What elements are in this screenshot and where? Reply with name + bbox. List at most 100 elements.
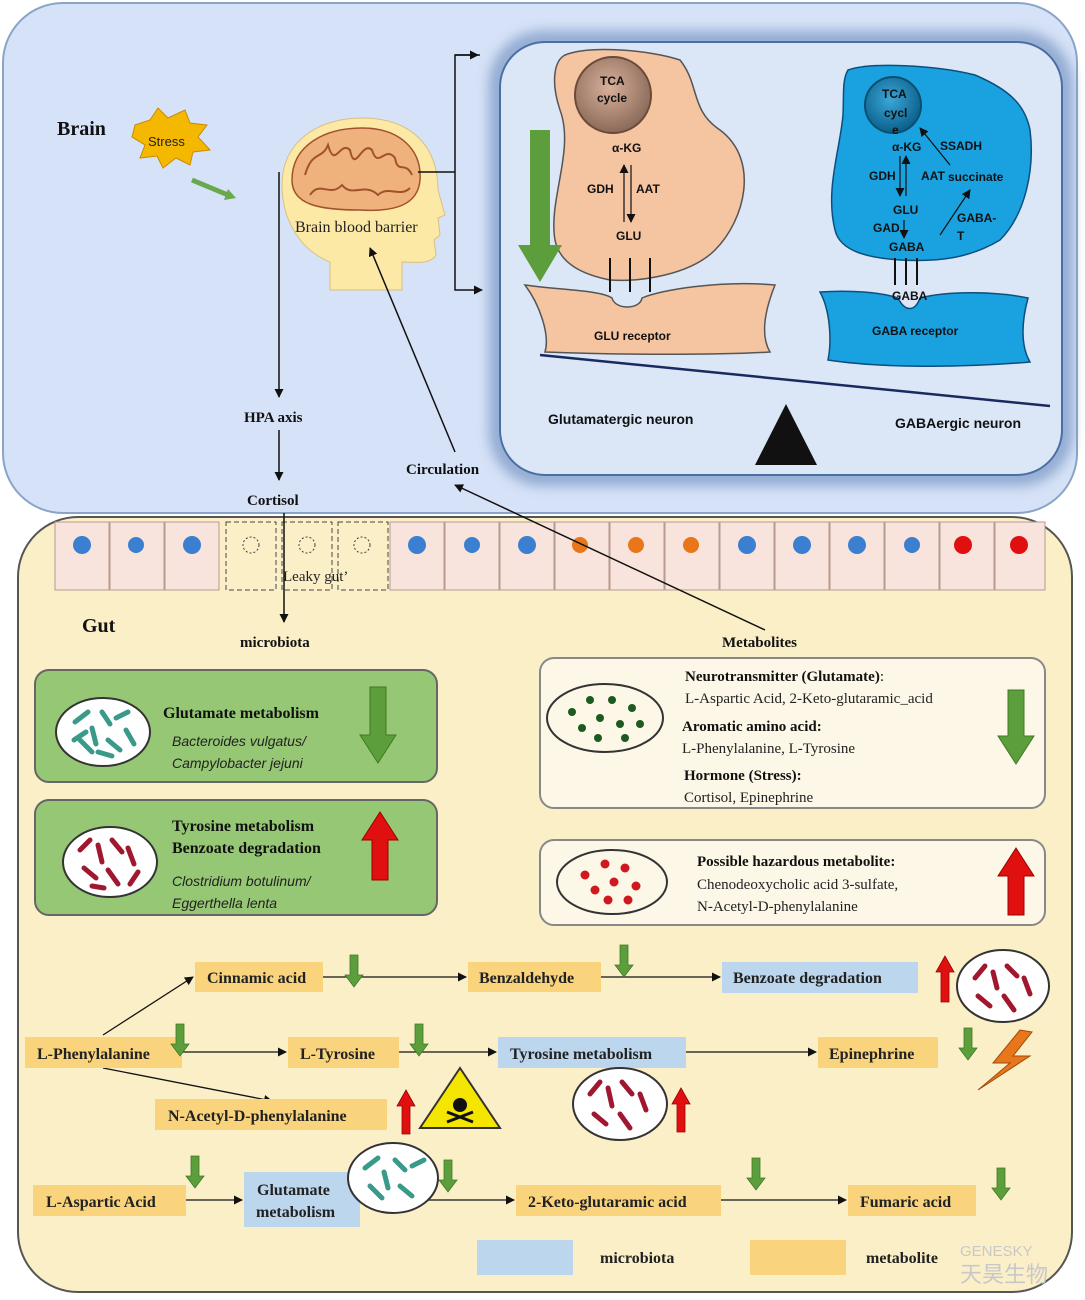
box4-heading: Possible hazardous metabolite: (697, 854, 895, 870)
node-cinnamic (195, 962, 323, 992)
glu-aat-label: AAT (636, 182, 660, 196)
box1-species2: Campylobacter jejuni (172, 755, 304, 771)
balance-fulcrum (755, 404, 817, 465)
gaba-tca-label: TCA (882, 87, 907, 101)
glu-akg-label: α-KG (612, 141, 641, 155)
neuron-frame-glow (489, 31, 1073, 486)
glu-tca-circle (574, 56, 652, 134)
stress-arrow (191, 177, 229, 198)
watermark-en: GENESKY (960, 1243, 1033, 1260)
box2-species2: Eggerthella lenta (172, 895, 277, 911)
box2-species1: Clostridium botulinum/ (172, 873, 313, 889)
hpa-axis-label: HPA axis (244, 410, 303, 426)
balance-beam (539, 353, 1051, 408)
gaba-presynaptic-neuron (830, 64, 1032, 262)
node-keto (516, 1185, 721, 1216)
node-epinephrine-label: Epinephrine (829, 1046, 914, 1063)
glu-gdh-label: GDH (587, 182, 614, 196)
node-tyrosine-label: L-Tyrosine (300, 1046, 375, 1063)
box2-title2: Benzoate degradation (172, 840, 321, 857)
node-benzaldehyde (468, 962, 601, 992)
node-aspartic (33, 1185, 186, 1216)
hazard-icon (418, 1066, 502, 1129)
gaba-neuron-label: GABAergic neuron (895, 415, 1021, 431)
epithelium (54, 521, 1046, 591)
node-aspartic-label: L-Aspartic Acid (46, 1194, 156, 1211)
gut-label: Gut (82, 615, 116, 637)
metabolite-green-icon (546, 683, 664, 753)
watermark-cn: 天昊生物 (960, 1262, 1048, 1287)
hazardous-metabolite-box (539, 839, 1046, 926)
box3-heading1: Neurotransmitter (Glutamate): (685, 669, 884, 685)
gaba-akg-label: α-KG (892, 140, 921, 154)
brain-label: Brain (57, 118, 106, 140)
gaba-glu-label: GLU (893, 203, 918, 217)
node-benzaldehyde-label: Benzaldehyde (479, 970, 574, 987)
box1-title: Glutamate metabolism (163, 705, 320, 722)
gaba-gabat-label: GABA- (957, 211, 996, 225)
gaba-receptor-label: GABA receptor (872, 324, 959, 338)
node-glu-metab-label1: Glutamate (257, 1182, 330, 1199)
gaba-gad-label: GAD (873, 221, 900, 235)
microbiota-heading: microbiota (240, 635, 310, 651)
gaba-gaba-label: GABA (889, 240, 925, 254)
stress-burst-icon: Stress (131, 107, 212, 169)
node-tyr-metab (498, 1037, 686, 1068)
box3-down-arrow (997, 689, 1035, 765)
circulation-label: Circulation (406, 462, 480, 478)
glu-neuron-label: Glutamatergic neuron (548, 411, 693, 427)
glu-glu-label: GLU (616, 229, 641, 243)
box1-down-arrow (359, 686, 397, 764)
node-phenylalanine (25, 1037, 182, 1068)
gaba-gaba2-label: GABA (892, 289, 928, 303)
benzoate-bacteria-icon (956, 949, 1050, 1023)
gaba-e-label: e (892, 123, 899, 137)
bbb-label: Brain blood barrier (295, 219, 418, 236)
node-phenylalanine-label: L-Phenylalanine (37, 1046, 150, 1063)
legend-microbiota-swatch (477, 1240, 573, 1275)
gaba-receptor-shape (818, 290, 1032, 368)
glutamate-bacteria-icon (347, 1142, 439, 1214)
neurotransmitter-metabolite-box (539, 657, 1046, 809)
box3-heading2: Aromatic amino acid: (682, 719, 822, 735)
gaba-aat-label: AAT (921, 169, 945, 183)
leaky-gut-label: Leaky gut’ (283, 569, 348, 585)
metabolites-heading: Metabolites (722, 635, 797, 651)
glu-down-arrow (518, 130, 562, 282)
legend-metabolite-label: metabolite (866, 1250, 938, 1267)
box4-value1: Chenodeoxycholic acid 3-sulfate, (697, 877, 898, 893)
gaba-tca-circle (864, 76, 922, 134)
circulation-arrow (368, 247, 456, 453)
node-cinnamic-label: Cinnamic acid (207, 970, 306, 987)
gaba-succinate-label: succinate (948, 170, 1004, 184)
box2-title1: Tyrosine metabolism (172, 818, 315, 835)
box3-heading3: Hormone (Stress): (684, 768, 802, 784)
bacteria-green-icon (55, 697, 151, 767)
glu-receptor-label: GLU receptor (594, 329, 671, 343)
box4-value2: N-Acetyl-D-phenylalanine (697, 899, 858, 915)
node-nacetyl-label: N-Acetyl-D-phenylalanine (168, 1108, 347, 1125)
head-icon (281, 117, 446, 291)
bacteria-red-icon (62, 826, 158, 898)
stress-arrow-head (224, 189, 236, 200)
glu-cycle-label: cycle (597, 91, 627, 105)
node-keto-label: 2-Keto-glutaramic acid (528, 1194, 687, 1211)
cortisol-label: Cortisol (247, 493, 299, 509)
node-glu-metab-label2: metabolism (256, 1204, 336, 1221)
small-down-arrows (170, 944, 1011, 1201)
glu-tca-label: TCA (600, 74, 625, 88)
node-tyr-metab-label: Tyrosine metabolism (510, 1046, 653, 1063)
node-nacetyl (155, 1099, 387, 1130)
node-benzoate-label: Benzoate degradation (733, 970, 882, 987)
legend-microbiota-label: microbiota (600, 1250, 674, 1267)
node-glu-metab (244, 1172, 360, 1227)
node-benzoate (722, 962, 918, 993)
box3-value1: L-Aspartic Acid, 2-Keto-glutaramic_acid (685, 691, 933, 707)
gaba-ssadh-label: SSADH (940, 139, 982, 153)
lightning-icon (977, 1029, 1033, 1091)
box2-up-arrow (361, 811, 399, 881)
glu-receptor-shape (523, 282, 777, 355)
stress-label: Stress (148, 134, 185, 149)
gaba-gdh-label: GDH (869, 169, 896, 183)
